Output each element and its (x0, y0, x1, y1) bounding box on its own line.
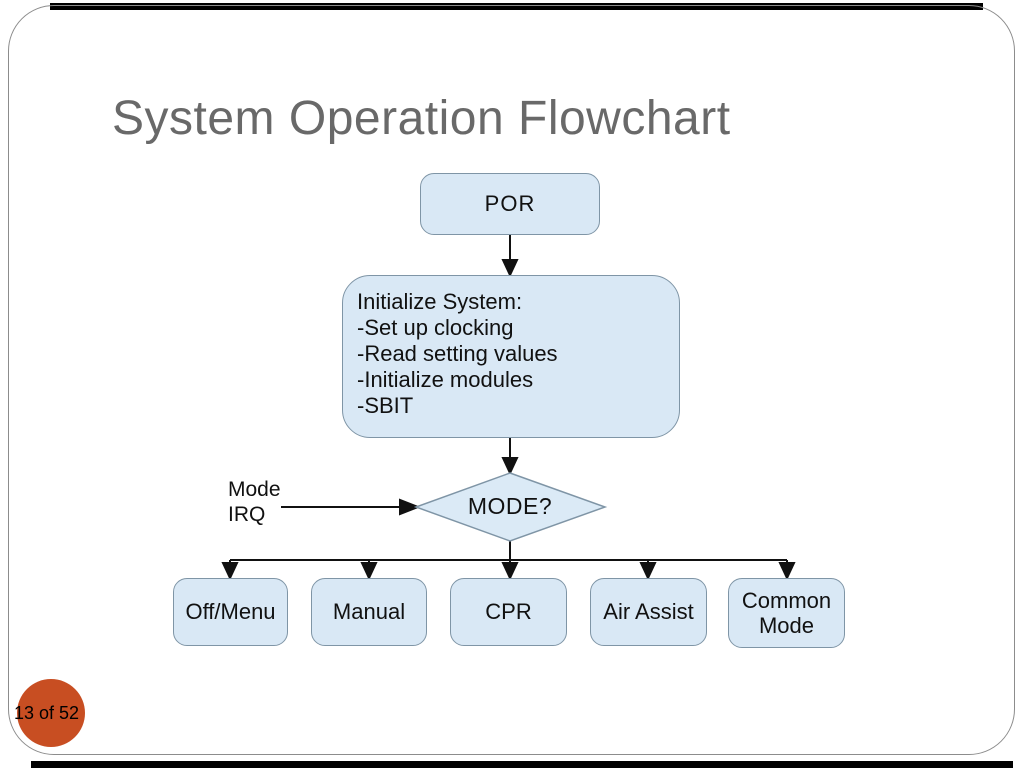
page-number: 13 of 52 (14, 703, 80, 723)
slide-top-bar (50, 3, 983, 10)
page-title: System Operation Flowchart (112, 92, 731, 145)
slide-bottom-bar (31, 761, 1013, 768)
mode-irq-label: Mode IRQ (228, 478, 281, 526)
flow-node-cpr: CPR (450, 578, 567, 646)
flow-node-manual: Manual (311, 578, 427, 646)
flow-node-off-menu: Off/Menu (173, 578, 288, 646)
flow-node-common-mode: Common Mode (728, 578, 845, 648)
flow-node-air-assist: Air Assist (590, 578, 707, 646)
accent-circle (17, 679, 85, 747)
flow-node-initialize-system: Initialize System: -Set up clocking -Rea… (342, 275, 680, 438)
decision-label: MODE? (467, 493, 553, 519)
flow-node-por: POR (420, 173, 600, 235)
slide-frame-border (8, 5, 1015, 755)
